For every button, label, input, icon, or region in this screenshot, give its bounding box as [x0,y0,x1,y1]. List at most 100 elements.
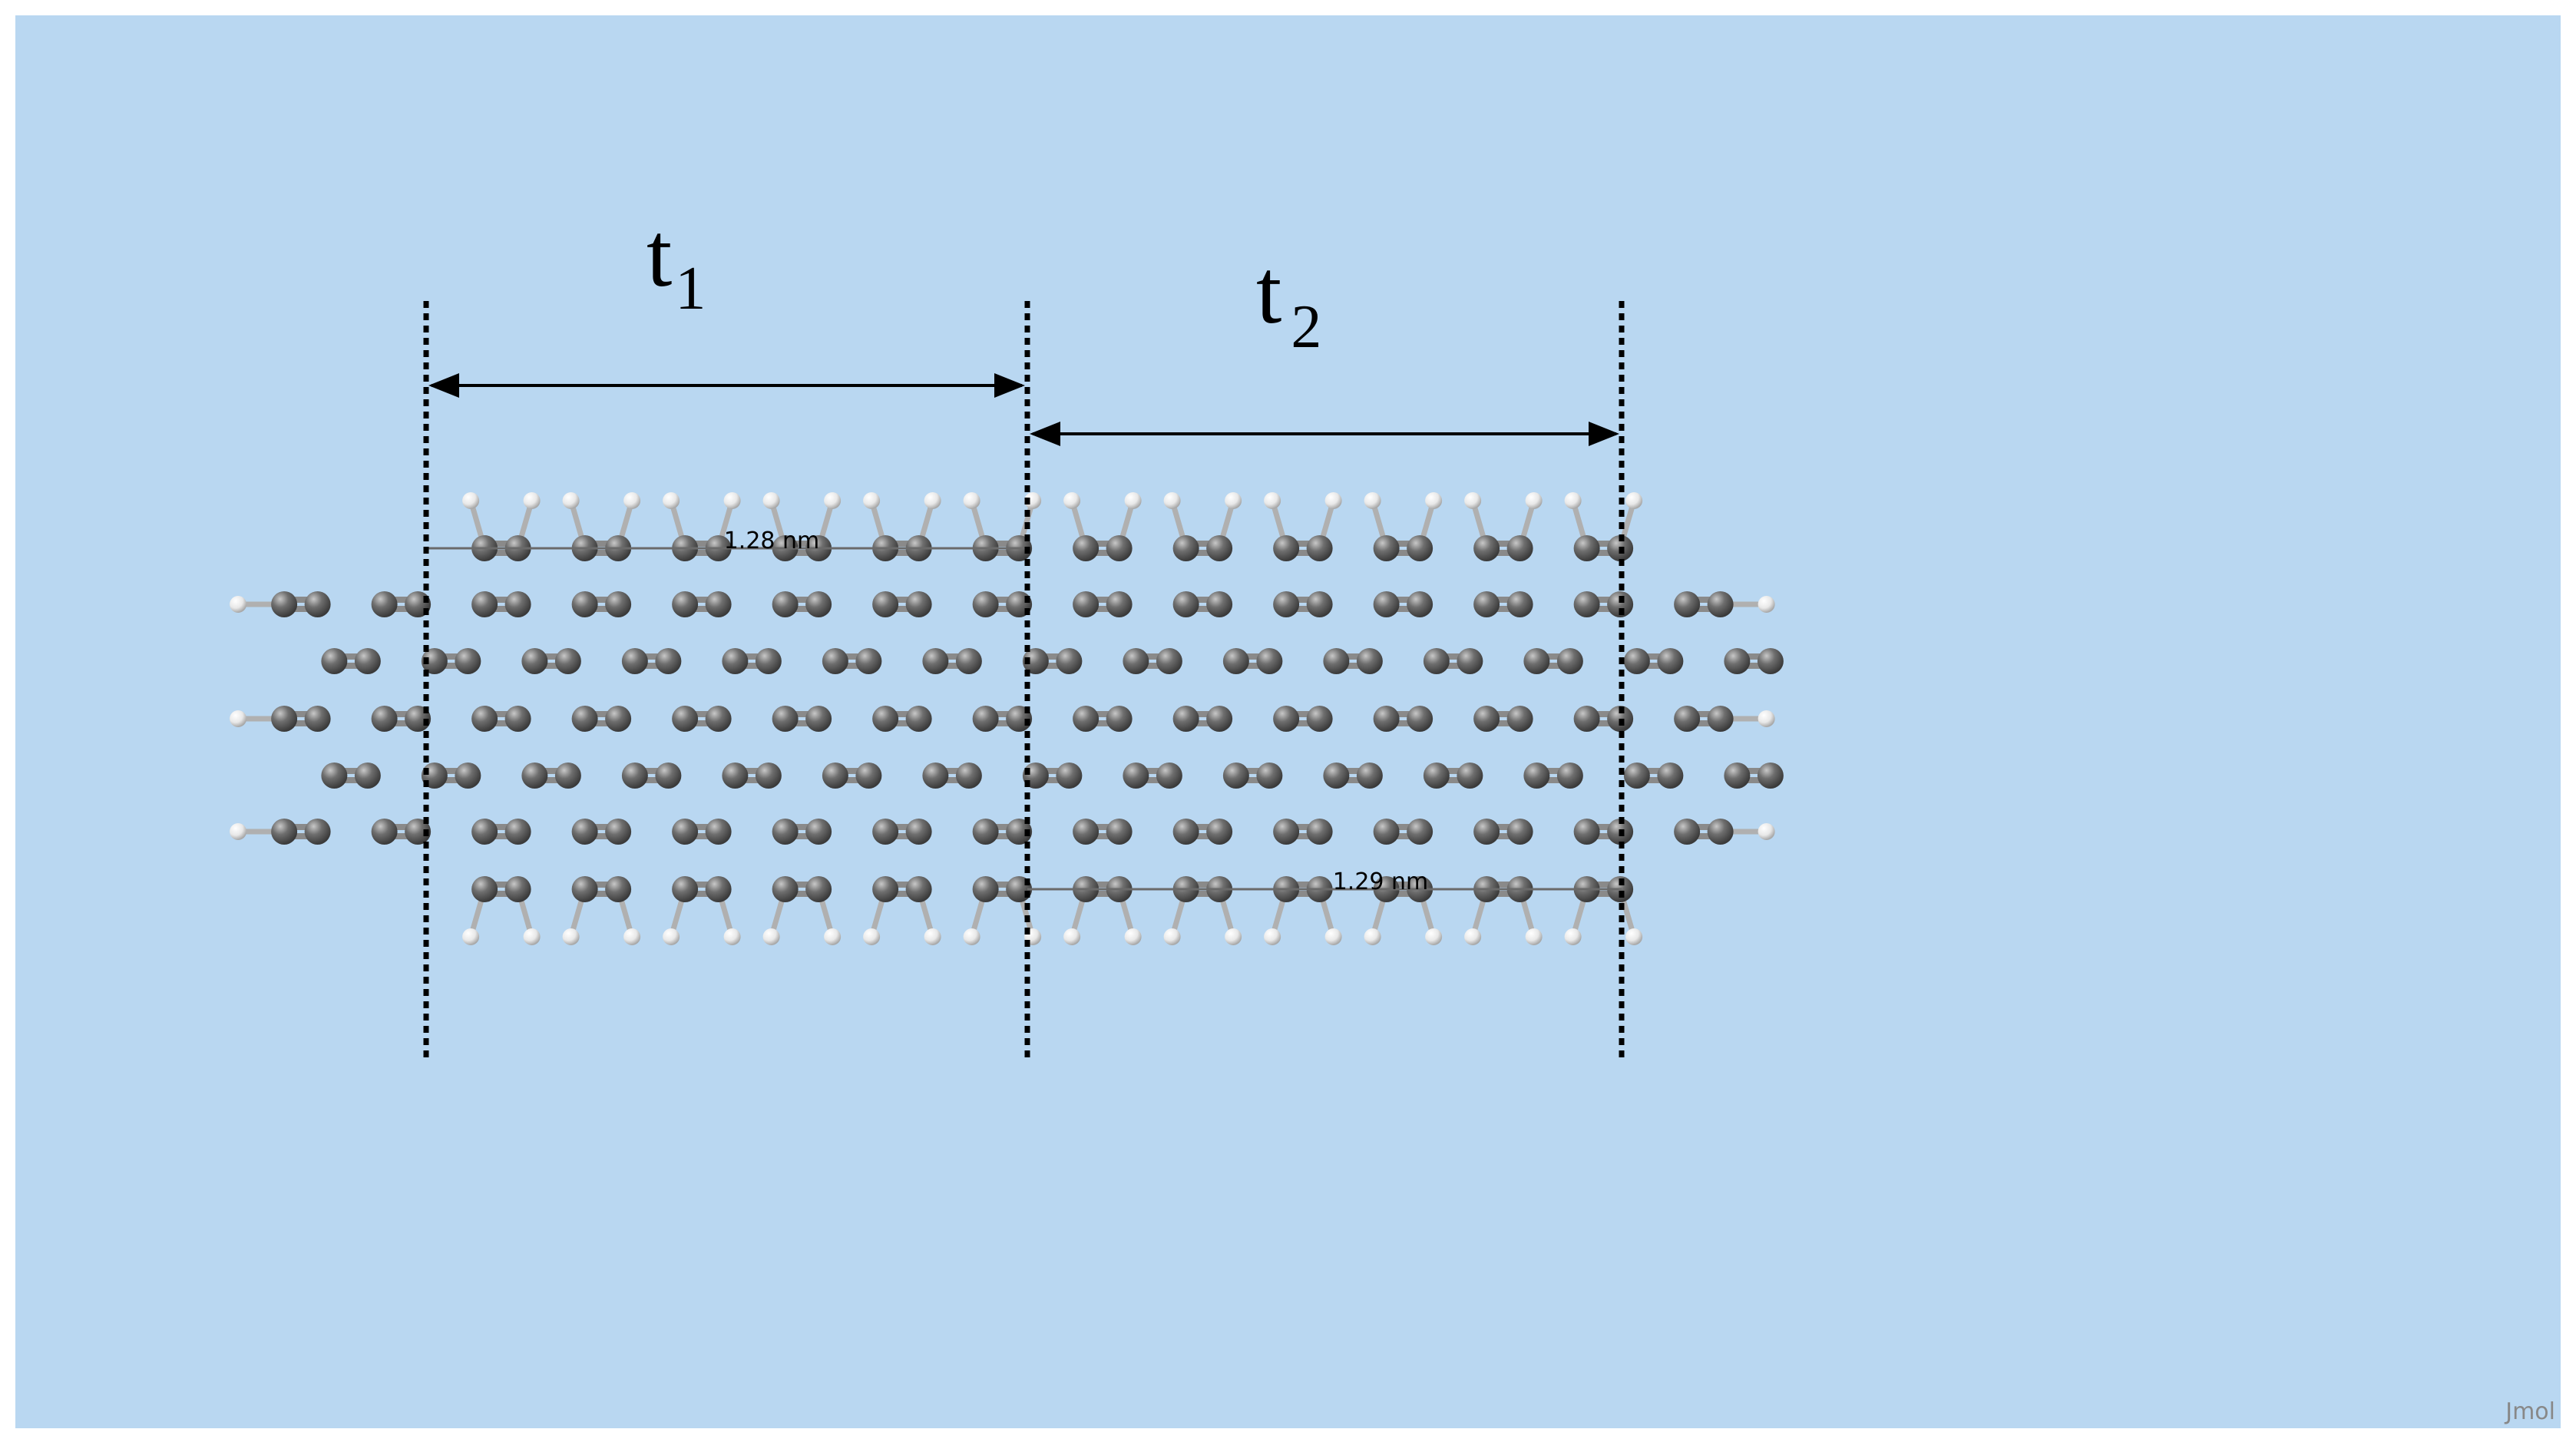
carbon-atom [1056,763,1083,789]
carbon-atom [655,648,682,674]
hydrogen-atom [562,492,580,509]
carbon-atom [1457,648,1483,674]
carbon-atom [1674,819,1701,845]
carbon-atom [1206,535,1233,561]
carbon-atom [772,876,799,902]
carbon-atom [605,876,632,902]
carbon-atom [872,591,899,617]
hydrogen-atom [1758,710,1775,727]
carbon-atom [1273,591,1300,617]
carbon-atom [571,819,598,845]
hydrogen-atom [1425,928,1443,945]
carbon-atom [1356,648,1383,674]
carbon-atom [922,648,949,674]
carbon-atom [972,819,999,845]
carbon-atom [655,763,682,789]
carbon-atom [972,876,999,902]
carbon-atom [1356,763,1383,789]
carbon-atom [605,591,632,617]
carbon-atom [455,763,481,789]
carbon-atom [1206,819,1233,845]
carbon-atom [1373,591,1400,617]
carbon-atom [1657,648,1684,674]
t1-label-base: t [646,203,672,306]
carbon-atom [1457,763,1483,789]
carbon-atom [304,591,331,617]
carbon-atom [972,706,999,732]
hydrogen-atom [924,928,941,945]
hydrogen-atom [1525,492,1543,509]
hydrogen-atom [963,492,980,509]
carbon-atom [1156,648,1182,674]
carbon-atom [371,819,398,845]
carbon-atom [905,591,932,617]
carbon-atom [1573,535,1600,561]
carbon-atom [1573,706,1600,732]
carbon-atom [1674,591,1701,617]
carbon-atom [304,819,331,845]
carbon-atom [1073,819,1100,845]
carbon-atom [1022,648,1049,674]
carbon-atom [872,819,899,845]
carbon-atom [955,763,982,789]
carbon-atom [504,591,531,617]
carbon-atom [1156,763,1182,789]
carbon-atom [722,648,749,674]
t1-label-subscript: 1 [675,255,706,323]
carbon-atom [872,876,899,902]
carbon-atom [1506,819,1533,845]
carbon-atom [672,706,699,732]
carbon-atom [571,876,598,902]
carbon-atom [1273,819,1300,845]
hydrogen-atom [230,823,247,840]
hydrogen-atom [824,928,842,945]
carbon-atom [621,648,648,674]
hydrogen-atom [1625,928,1643,945]
carbon-atom [1724,648,1751,674]
carbon-atom [1523,648,1550,674]
carbon-atom [1222,763,1249,789]
hydrogen-atom [462,928,480,945]
carbon-atom [1073,706,1100,732]
carbon-atom [1172,819,1199,845]
hydrogen-atom [663,928,680,945]
carbon-atom [571,591,598,617]
hydrogen-atom [1324,928,1342,945]
carbon-atom [905,876,932,902]
hydrogen-atom [924,492,941,509]
hydrogen-atom [562,928,580,945]
hydrogen-atom [230,710,247,727]
carbon-atom [1623,648,1650,674]
carbon-atom [772,819,799,845]
carbon-atom [1623,763,1650,789]
measurement-label-1: 1.28 nm [724,528,820,554]
carbon-atom [471,876,498,902]
carbon-atom [905,706,932,732]
carbon-atom [471,819,498,845]
carbon-atom [504,819,531,845]
carbon-atom [1473,819,1500,845]
carbon-atom [1256,648,1283,674]
hydrogen-atom [723,492,741,509]
hydrogen-atom [1425,492,1443,509]
carbon-atom [1306,819,1333,845]
carbon-atom [722,763,749,789]
carbon-atom [1373,535,1400,561]
carbon-atom [672,876,699,902]
carbon-atom [672,819,699,845]
carbon-atom [805,706,832,732]
carbon-atom [705,876,732,902]
hydrogen-atom [1364,928,1381,945]
hydrogen-atom [762,492,780,509]
carbon-atom [471,706,498,732]
carbon-atom [1423,763,1450,789]
measurement-label-2: 1.29 nm [1333,868,1429,895]
carbon-atom [705,706,732,732]
jmol-watermark: Jmol [2504,1398,2555,1425]
carbon-atom [1556,648,1583,674]
carbon-atom [705,819,732,845]
carbon-atom [1407,535,1433,561]
carbon-atom [354,648,381,674]
carbon-atom [1106,706,1133,732]
